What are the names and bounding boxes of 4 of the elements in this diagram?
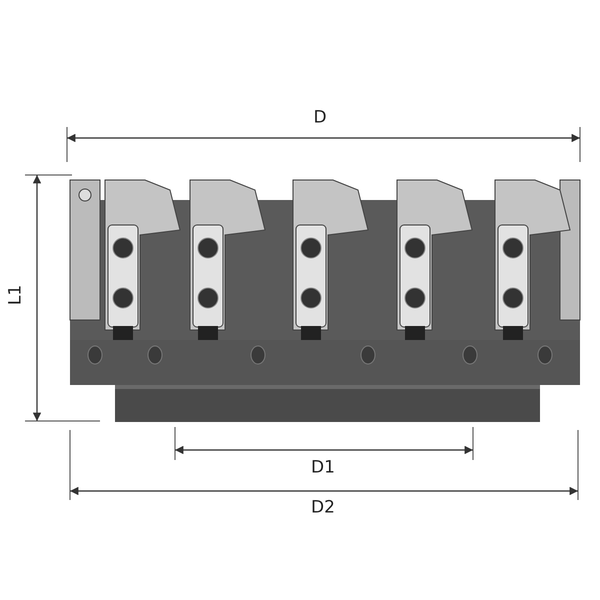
dimension-label: L1 xyxy=(8,284,24,306)
dimension-label: D2 xyxy=(311,500,335,516)
dimension-label: D xyxy=(313,110,327,126)
dimension-label: D1 xyxy=(311,460,335,476)
